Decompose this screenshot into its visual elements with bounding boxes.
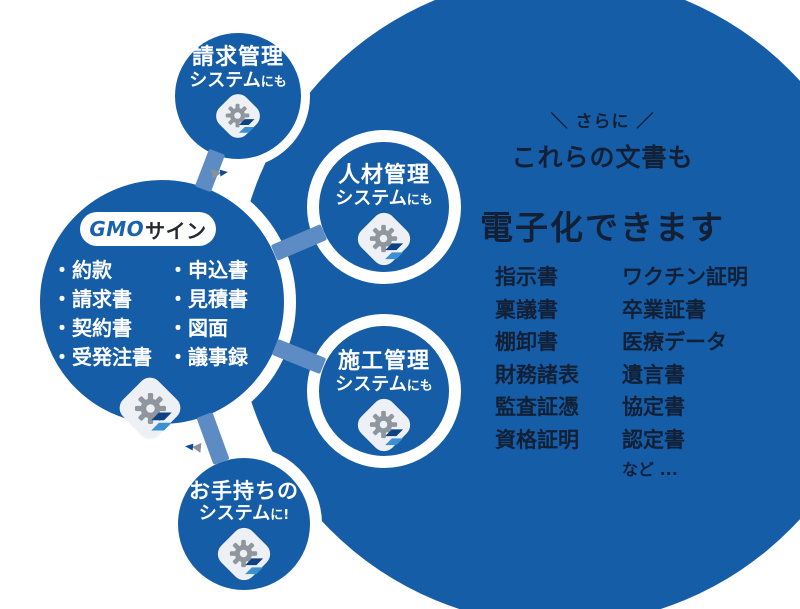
- subtitle-suffix: にも: [406, 193, 433, 209]
- document-item: ・契約書: [52, 316, 132, 340]
- right-document-column-1: 指示書稟議書棚卸書財務諸表監査証憑資格証明: [495, 261, 622, 456]
- document-item: ・図面: [168, 316, 228, 340]
- document-item: ・議事録: [168, 345, 248, 369]
- document-item: ・見積書: [168, 287, 248, 311]
- document-item: ・受発注書: [52, 345, 152, 369]
- subtitle-main: システム: [189, 70, 261, 92]
- right-document-list: 指示書稟議書棚卸書財務諸表監査証憑資格証明 ワクチン証明卒業証書医療データ遺言書…: [495, 261, 748, 456]
- app-icon-plate: [211, 88, 265, 143]
- gmo-sign-mark-icon: [238, 119, 255, 133]
- subtitle-main: システム: [335, 374, 407, 396]
- document-item: 稟議書: [495, 297, 558, 322]
- right-document-column-2: ワクチン証明卒業証書医療データ遺言書協定書認定書: [622, 261, 748, 456]
- document-item: ・約款: [52, 258, 112, 282]
- document-item: 認定書: [622, 427, 685, 452]
- satellite-billing-system: 請求管理 システムにも: [166, 24, 310, 168]
- document-item: 医療データ: [622, 330, 727, 354]
- satellite-subtitle: システムにも: [335, 188, 432, 210]
- document-item: 協定書: [622, 395, 685, 419]
- right-subheading: 電子化できます: [480, 208, 725, 247]
- etc-label: など ...: [622, 460, 678, 479]
- arrow-icon: [211, 167, 229, 180]
- document-item: 指示書: [495, 265, 558, 289]
- document-item: 遺言書: [622, 362, 685, 387]
- app-icon-plate: [352, 207, 416, 270]
- gmo-sign-mark-icon: [385, 428, 404, 445]
- kicker-text: ＼ さらに ／: [550, 112, 655, 132]
- satellite-subtitle: システムにも: [189, 70, 286, 92]
- hub-document-column-1: ・約款・請求書・契約書・受発注書: [52, 256, 168, 372]
- document-item: 監査証憑: [495, 395, 579, 419]
- document-item: 棚卸書: [495, 330, 558, 354]
- app-icon-plate: [212, 522, 276, 585]
- arrow-icon: [184, 441, 202, 453]
- subtitle-suffix: に!: [270, 508, 290, 524]
- document-item: ワクチン証明: [622, 265, 748, 289]
- gmo-sign-mark-icon: [151, 412, 172, 431]
- satellite-hr-system: 人材管理 システムにも: [307, 130, 461, 284]
- satellite-title: 施工管理: [337, 349, 430, 374]
- logo-sign-text: サイン: [145, 218, 207, 243]
- satellite-title: お手持ちの: [189, 479, 299, 503]
- subtitle-suffix: にも: [406, 379, 433, 395]
- satellite-subtitle: システムに!: [199, 503, 289, 525]
- subtitle-main: システム: [335, 188, 407, 210]
- logo-gmo-text: GMO: [89, 217, 145, 241]
- satellite-construction-system: 施工管理 システムにも: [307, 314, 461, 468]
- gmo-sign-mark-icon: [245, 557, 264, 574]
- app-icon-plate: [114, 372, 186, 444]
- hub-document-list: ・約款・請求書・契約書・受発注書 ・申込書・見積書・図面・議事録: [52, 256, 248, 372]
- satellite-title: 請求管理: [191, 45, 284, 70]
- right-heading: これらの文書も: [511, 143, 694, 172]
- document-item: ・請求書: [52, 287, 132, 311]
- document-item: ・申込書: [168, 258, 248, 282]
- gmo-sign-logo: GMO サイン: [80, 212, 216, 246]
- document-item: 卒業証書: [622, 297, 706, 322]
- digitizable-documents-circle: [235, 0, 800, 609]
- subtitle-suffix: にも: [260, 75, 287, 91]
- gmo-sign-mark-icon: [385, 242, 404, 259]
- satellite-subtitle: システムにも: [335, 374, 432, 396]
- subtitle-main: システム: [198, 503, 271, 525]
- satellite-title: 人材管理: [337, 163, 430, 188]
- satellite-own-system: お手持ちの システムに!: [166, 446, 322, 602]
- document-item: 財務諸表: [495, 362, 579, 387]
- hub-document-column-2: ・申込書・見積書・図面・議事録: [168, 256, 248, 372]
- app-icon-plate: [352, 393, 416, 456]
- hub-app-icon: [114, 372, 186, 444]
- document-item: 資格証明: [495, 427, 579, 452]
